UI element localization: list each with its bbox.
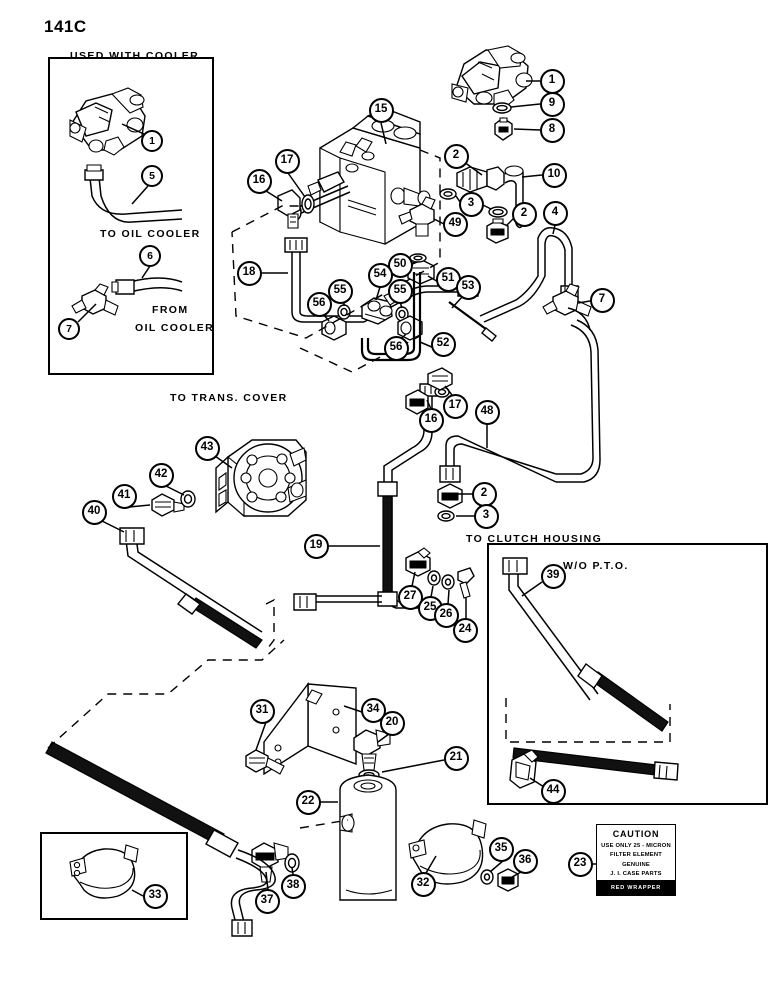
callout-23-51[interactable]: 23: [567, 851, 593, 877]
callout-20-45[interactable]: 20: [379, 710, 405, 736]
tube-40: [119, 527, 263, 649]
callout-52-26[interactable]: 52: [430, 331, 456, 357]
dashed-outline-upper: [231, 149, 441, 339]
filter-canister-22: [339, 774, 397, 901]
long-hose-lower-left: [45, 598, 349, 937]
callout-33-54[interactable]: 33: [142, 883, 168, 909]
bracket-34: [263, 681, 357, 776]
callout-27-37[interactable]: 27: [397, 584, 423, 610]
adapter-and-tube-10: [439, 165, 524, 244]
callout-15-4[interactable]: 15: [368, 97, 394, 123]
callout-36-50[interactable]: 36: [512, 848, 538, 874]
callout-16-6[interactable]: 16: [246, 168, 272, 194]
callout-37-53[interactable]: 37: [254, 888, 280, 914]
tube-48: [437, 435, 557, 522]
clamp-33: [69, 844, 139, 899]
callout-31-43[interactable]: 31: [249, 698, 275, 724]
callout-10-12[interactable]: 10: [541, 162, 567, 188]
elbow-16-upper: [277, 189, 315, 229]
caption-wo-pto: W/O P.T.O.: [563, 560, 629, 572]
callout-3-13[interactable]: 3: [458, 191, 484, 217]
callout-2-30[interactable]: 2: [471, 481, 497, 507]
plug-41-washer-42: [151, 490, 196, 517]
bolt-31: [245, 749, 285, 775]
caption-to-trans-cover: TO TRANS. COVER: [170, 392, 288, 404]
hydraulic-pump-43: [215, 439, 307, 518]
control-valve-15: [290, 107, 431, 245]
callout-44-42[interactable]: 44: [540, 778, 566, 804]
callout-6-2[interactable]: 6: [139, 245, 161, 267]
callout-2-11[interactable]: 2: [443, 143, 469, 169]
callout-42-33[interactable]: 42: [148, 462, 174, 488]
hose-from-oil-cooler: [111, 277, 183, 295]
callout-19-36[interactable]: 19: [303, 533, 329, 559]
callout-17-5[interactable]: 17: [274, 148, 300, 174]
callout-41-34[interactable]: 41: [111, 483, 137, 509]
callout-21-46[interactable]: 21: [443, 745, 469, 771]
caption-from-oil-cooler-2: OIL COOLER: [135, 322, 215, 334]
callout-7-3[interactable]: 7: [58, 318, 80, 340]
callout-48-29[interactable]: 48: [474, 399, 500, 425]
callout-43-32[interactable]: 43: [194, 435, 220, 461]
callout-39-41[interactable]: 39: [540, 563, 566, 589]
parts-cluster-24-27: [405, 547, 475, 599]
callout-1-8[interactable]: 1: [539, 68, 565, 94]
callout-38-52[interactable]: 38: [280, 873, 306, 899]
callout-17-28[interactable]: 17: [442, 393, 468, 419]
caption-to-oil-cooler: TO OIL COOLER: [100, 228, 201, 240]
hose-to-oil-cooler: [84, 164, 183, 223]
callout-49-16[interactable]: 49: [442, 211, 468, 237]
upper-pump-assembly: [451, 45, 533, 141]
callout-32-48[interactable]: 32: [410, 871, 436, 897]
elbow-37-oring-38: [251, 842, 300, 883]
caution-title: CAUTION: [612, 829, 660, 839]
callout-2-14[interactable]: 2: [511, 201, 537, 227]
band-clamp-32: [408, 819, 487, 885]
callout-9-9[interactable]: 9: [539, 91, 565, 117]
caution-line-4: J. I. CASE PARTS: [610, 871, 662, 877]
callout-5-1[interactable]: 5: [141, 165, 163, 187]
tee-49: [398, 196, 436, 237]
caption-from-oil-cooler-1: FROM: [152, 304, 189, 316]
page-number: 141C: [44, 17, 87, 36]
callout-4-15[interactable]: 4: [542, 200, 568, 226]
caution-line-3: GENUINE: [622, 861, 650, 868]
callout-55-22[interactable]: 55: [327, 278, 353, 304]
caption-used-with-cooler: USED WITH COOLER: [70, 50, 200, 62]
callout-53-21[interactable]: 53: [455, 274, 481, 300]
wo-pto-contents: [502, 557, 679, 789]
callout-54-19[interactable]: 54: [367, 262, 393, 288]
tee-fitting-left: [71, 283, 119, 316]
callout-56-25[interactable]: 56: [383, 335, 409, 361]
caution-line-2: FILTER ELEMENT: [610, 852, 662, 858]
callout-22-47[interactable]: 22: [295, 789, 321, 815]
callout-1-0[interactable]: 1: [141, 130, 163, 152]
callout-24-40[interactable]: 24: [452, 617, 478, 643]
callout-40-35[interactable]: 40: [81, 499, 107, 525]
callout-8-10[interactable]: 8: [539, 117, 565, 143]
cooler-pump-assembly: [69, 87, 146, 156]
callout-3-31[interactable]: 3: [473, 503, 499, 529]
callout-16-27[interactable]: 16: [418, 407, 444, 433]
tee-fitting-right: [542, 283, 601, 483]
callout-35-49[interactable]: 35: [488, 836, 514, 862]
caution-line-1: USE ONLY 25 - MICRON: [601, 842, 671, 849]
caption-to-clutch-housing: TO CLUTCH HOUSING: [466, 533, 603, 545]
callout-7-17[interactable]: 7: [589, 287, 615, 313]
callout-56-24[interactable]: 56: [306, 291, 332, 317]
tube-18: [284, 237, 364, 323]
caution-band: RED WRAPPER: [596, 880, 676, 896]
callout-55-23[interactable]: 55: [387, 278, 413, 304]
hardware-35-36: [480, 868, 519, 892]
callout-18-7[interactable]: 18: [236, 260, 262, 286]
